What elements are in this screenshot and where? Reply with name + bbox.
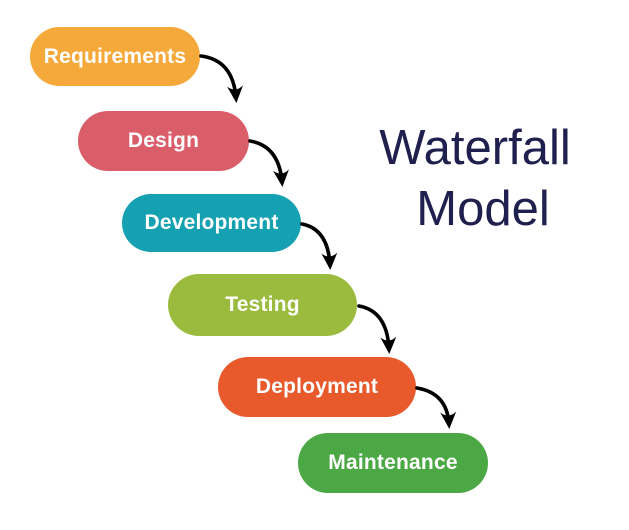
stage-pill-testing: Testing xyxy=(168,274,357,336)
diagram-title: Waterfall Model xyxy=(352,118,598,240)
stage-label: Development xyxy=(144,211,279,234)
diagram-title-line1: Waterfall xyxy=(379,121,571,175)
stage-pill-deployment: Deployment xyxy=(218,357,416,417)
stage-pill-design: Design xyxy=(78,111,249,171)
stage-pill-maintenance: Maintenance xyxy=(298,433,488,493)
stage-label: Maintenance xyxy=(328,451,458,474)
flow-arrow-requirements-design xyxy=(199,54,244,103)
stage-label: Requirements xyxy=(43,44,187,68)
stage-label: Deployment xyxy=(255,375,379,398)
stage-pill-development: Development xyxy=(122,194,301,252)
flow-arrow-development-testing xyxy=(300,222,338,270)
stage-label: Testing xyxy=(225,293,300,316)
flow-arrow-design-development xyxy=(248,139,289,187)
stage-pill-requirements: Requirements xyxy=(30,27,200,86)
flow-arrow-deployment-maintenance xyxy=(415,386,457,429)
diagram-title-line2: Model xyxy=(416,182,550,236)
flow-arrow-testing-deployment xyxy=(357,304,397,354)
stage-label: Design xyxy=(127,129,200,152)
